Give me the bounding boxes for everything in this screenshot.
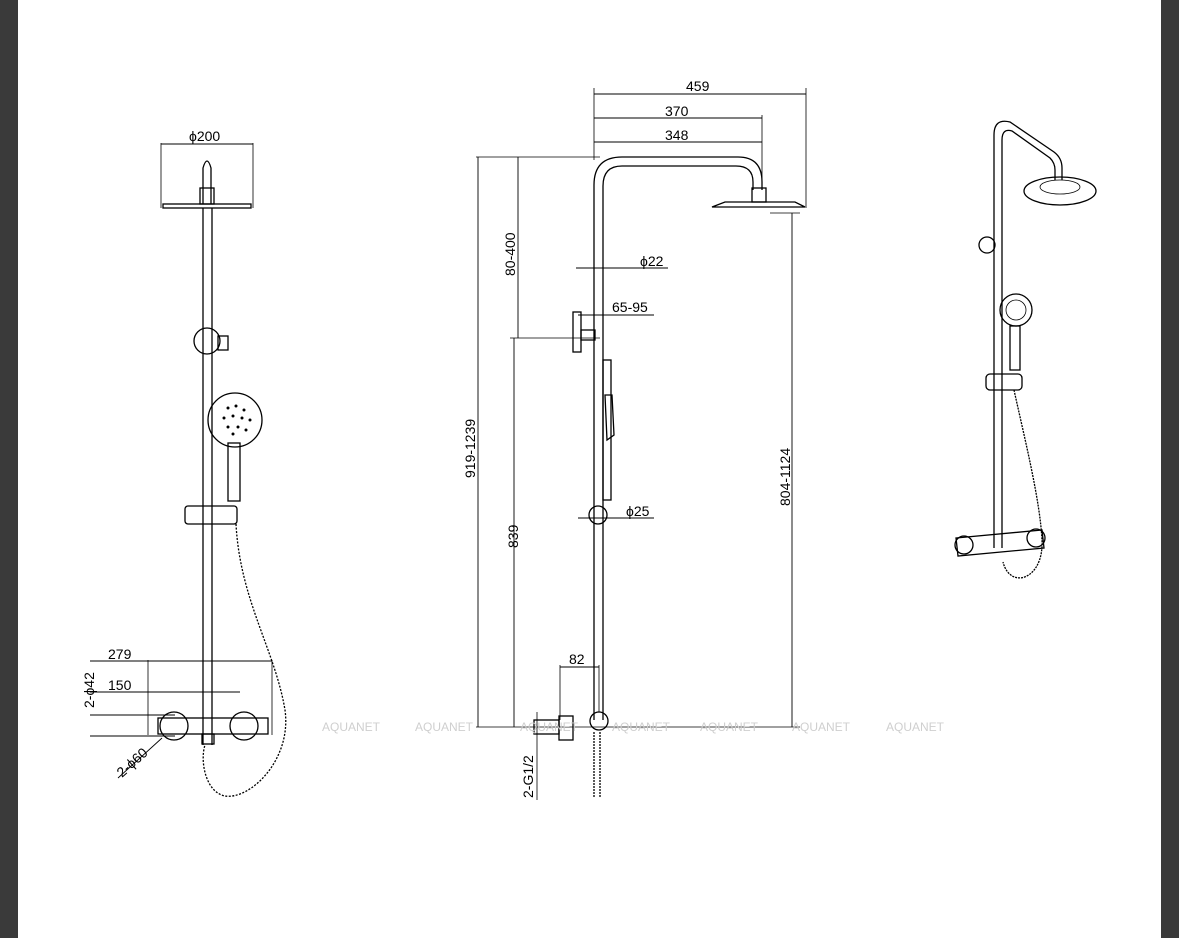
total-height-label: 919-1239 — [462, 419, 478, 478]
head-swivel — [751, 187, 767, 203]
hand-shower-side — [602, 359, 612, 501]
perspective-hand-shower-face — [1005, 299, 1027, 321]
slider-bracket — [184, 505, 238, 525]
inlet-spacing-label: 150 — [108, 677, 132, 693]
head-height-label: 804-1124 — [777, 448, 793, 506]
perspective-rain-head — [1023, 176, 1097, 206]
watermark: AQUANET — [322, 720, 381, 734]
hose-side — [593, 732, 601, 798]
right-flange — [229, 711, 259, 741]
head-diameter-label: ϕ200 — [189, 128, 220, 144]
perspective-wall-bracket — [978, 236, 996, 254]
perspective-head-inner — [1039, 179, 1081, 195]
bracket-knob — [217, 335, 229, 351]
perspective-view — [954, 120, 1097, 579]
watermark-row: AQUANET AQUANET AQUANET AQUANET AQUANET … — [322, 720, 945, 734]
perspective-right-handle — [1026, 528, 1046, 548]
watermark: AQUANET — [792, 720, 851, 734]
watermark: AQUANET — [886, 720, 945, 734]
pipe-diameter-label: ϕ22 — [640, 253, 664, 269]
perspective-hand-shower — [999, 293, 1033, 327]
slider-side — [588, 505, 608, 525]
overall-width-label: 279 — [108, 646, 132, 662]
total-reach-label: 459 — [686, 78, 710, 94]
flange-leader — [117, 737, 163, 779]
perspective-left-handle — [954, 535, 974, 555]
perspective-mixer — [955, 529, 1045, 557]
watermark: AQUANET — [612, 720, 671, 734]
technical-drawing: ϕ200 279 150 — [81, 78, 1097, 800]
arm-length-label: 348 — [665, 127, 689, 143]
riser-and-arm-outer — [593, 156, 763, 720]
front-view: ϕ200 279 150 — [81, 128, 287, 797]
watermark: AQUANET — [520, 720, 579, 734]
mixer-outlet — [201, 733, 215, 745]
hand-shower-handle — [227, 442, 241, 502]
flange-diameter-label: 2-ϕ60 — [113, 744, 151, 780]
perspective-hose — [1002, 389, 1043, 579]
drawing-sheet: ϕ200 279 150 — [18, 0, 1161, 938]
perspective-slider — [985, 373, 1023, 391]
perspective-riser-inner — [1001, 129, 1056, 548]
shower-arm-elbow — [202, 160, 212, 204]
reach-label: 370 — [665, 103, 689, 119]
thermostatic-mixer-body — [157, 717, 269, 735]
bracket-arm — [580, 329, 596, 341]
perspective-hand-handle — [1009, 325, 1021, 371]
riser-and-arm-inner — [602, 165, 754, 720]
lower-pipe-diameter-label: ϕ25 — [626, 503, 650, 519]
bracket-offset-label: 65-95 — [612, 299, 648, 315]
hand-shower-nozzles — [222, 404, 252, 436]
wall-plate — [572, 311, 582, 353]
rain-head-side — [711, 201, 806, 208]
lower-height-label: 839 — [505, 524, 521, 548]
hand-shower-head — [207, 392, 263, 448]
inlet-connector — [533, 719, 560, 735]
side-view: 459 370 348 919-1239 80-400 839 ϕ22 65-9… — [462, 78, 807, 800]
wall-bracket — [193, 327, 221, 355]
hand-shower-head-side — [604, 394, 615, 442]
height-adjust-label: 80-400 — [502, 232, 518, 276]
inlet-diameter-label: 2-ϕ42 — [81, 672, 97, 708]
left-flange — [159, 711, 189, 741]
inlet-offset-label: 82 — [569, 651, 585, 667]
head-connector — [199, 187, 215, 205]
inlet-thread-label: 2-G1/2 — [520, 755, 536, 798]
shower-hose — [202, 523, 287, 797]
perspective-riser-outer — [993, 120, 1063, 548]
watermark: AQUANET — [700, 720, 759, 734]
watermark: AQUANET — [415, 720, 474, 734]
